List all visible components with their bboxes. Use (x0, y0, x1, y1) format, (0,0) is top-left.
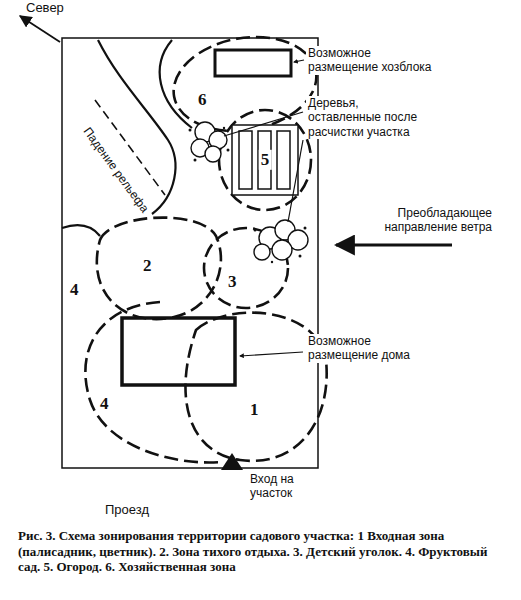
zone-number: 3 (228, 272, 237, 292)
plot-boundary (62, 38, 318, 468)
trees (191, 122, 308, 260)
tree-dots (189, 127, 307, 263)
relief-label: Падение рельефа (79, 123, 153, 217)
callout-text: Деревья, оставленные после расчистки уча… (306, 96, 432, 139)
callout-text: Преобладающее направление ветра (342, 206, 492, 235)
callout-text: Вход на участок (250, 472, 330, 501)
utility-block (215, 50, 291, 76)
entrance-mark (221, 453, 243, 470)
zone-number: 4 (100, 394, 109, 414)
figure-caption: Рис. 3. Схема зонирования территории сад… (18, 528, 504, 575)
zone-number: 1 (250, 400, 259, 420)
zone-number: 6 (198, 90, 207, 110)
zone-boundary (62, 40, 192, 236)
north-arrow (20, 16, 60, 42)
zone-number: 2 (143, 256, 152, 276)
garden-beds (232, 125, 298, 195)
road-label: Проезд (105, 502, 149, 518)
compass-label: Север (26, 0, 64, 16)
zone-number: 4 (70, 280, 79, 300)
wind-arrow (336, 244, 452, 247)
leader-line (224, 60, 304, 356)
callout-text: Возможное размещение хозблока (306, 46, 445, 75)
house (122, 318, 235, 385)
zone-outline (85, 26, 326, 462)
callout-text: Возможное размещение дома (306, 334, 428, 363)
zone-number: 5 (259, 150, 272, 170)
